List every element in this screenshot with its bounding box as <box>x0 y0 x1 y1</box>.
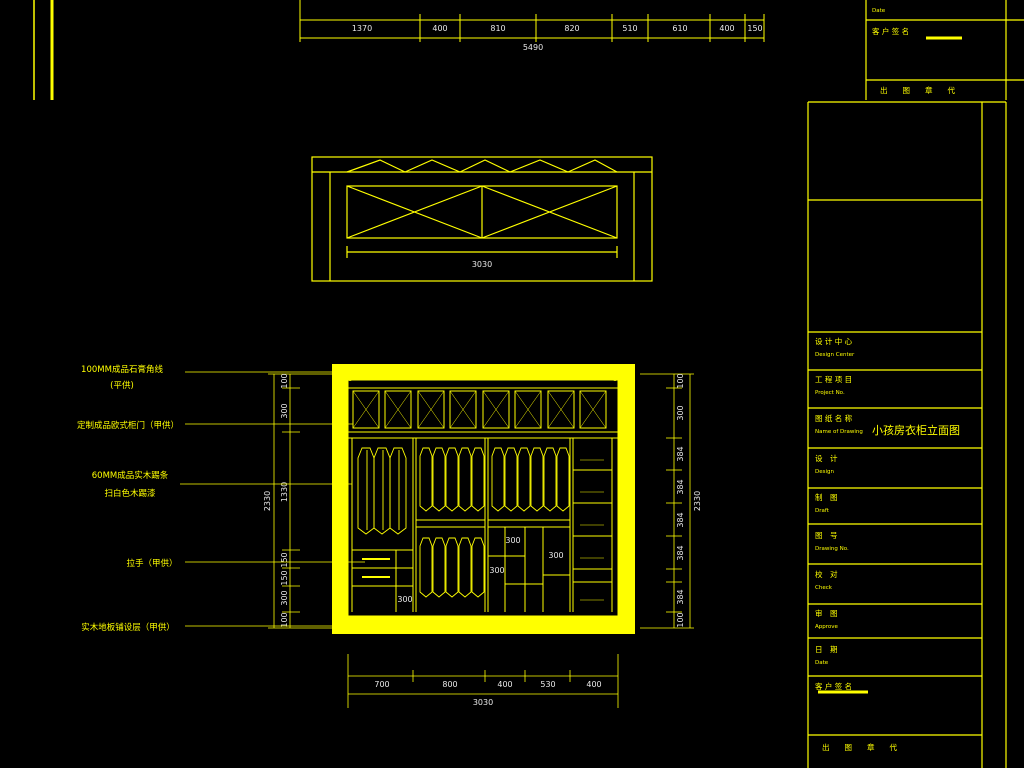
bottom-dim-4: 530 <box>540 680 555 689</box>
tb-bottom-seal: 出 图 章 代 <box>822 742 897 752</box>
tb-row-5-cn: 制 图 <box>815 492 838 502</box>
right-dimension-lines <box>640 373 694 629</box>
left-dimension-lines <box>268 373 340 629</box>
tb-row-8-cn: 审 图 <box>815 608 838 618</box>
title-block-top <box>865 0 1024 100</box>
tb-row-4-cn: 设 计 <box>815 453 838 463</box>
tb-row-9-cn: 日 期 <box>815 645 838 654</box>
annotation-handle: 拉手（甲供） <box>126 558 177 569</box>
left-dim-7: 100 <box>280 612 289 627</box>
top-dim-7: 400 <box>719 24 734 33</box>
right-dim-6: 384 <box>676 545 685 560</box>
right-dim-3: 384 <box>676 446 685 461</box>
right-dimension-labels: 100 300 384 384 384 384 384 100 2330 <box>676 373 702 627</box>
top-block-date: Date <box>872 8 886 14</box>
bottom-dim-3: 400 <box>497 680 512 689</box>
annotation-crown-molding: 100MM成品石膏角线 <box>81 364 163 375</box>
tb-row-9-en: Date <box>815 660 829 666</box>
title-block-rows: 设 计 中 心 Design Center 工 程 项 目 Project No… <box>815 336 960 752</box>
left-dim-total: 2330 <box>263 491 272 511</box>
tb-row-8-en: Approve <box>815 624 839 630</box>
tb-row-2-cn: 工 程 项 目 <box>815 375 852 384</box>
plan-width-label: 3030 <box>472 260 492 269</box>
drawing-title: 小孩房衣柜立面图 <box>872 423 960 437</box>
right-dim-5: 384 <box>676 512 685 527</box>
tb-row-1-cn: 设 计 中 心 <box>815 336 853 346</box>
left-dim-3: 1330 <box>280 482 289 502</box>
bottom-dim-1: 700 <box>374 680 389 689</box>
right-dim-8: 100 <box>676 612 685 627</box>
annotation-leaders <box>180 371 365 627</box>
left-dim-6: 300 <box>280 590 289 605</box>
tb-row-3-cn: 图 纸 名 称 <box>815 413 853 423</box>
tb-row-6-cn: 图 号 <box>815 531 838 540</box>
plan-view <box>311 156 653 282</box>
tb-row-7-en: Check <box>815 585 833 591</box>
small-dim-1: 300 <box>505 536 520 545</box>
top-dim-4: 820 <box>564 24 579 33</box>
elevation-small-dims: 300 300 300 300 <box>397 536 563 604</box>
right-dim-total: 2330 <box>693 491 702 511</box>
left-dim-1: 100 <box>280 373 289 388</box>
bottom-dimension-labels: 700 800 400 530 400 3030 <box>374 680 601 707</box>
top-dim-8: 150 <box>747 24 762 33</box>
bottom-dim-total: 3030 <box>473 698 493 707</box>
annotations: 100MM成品石膏角线 (平供) 定制成品欧式柜门（甲供） 60MM成品实木踢条… <box>77 364 179 633</box>
tb-row-2-en: Project No. <box>815 390 845 396</box>
left-dim-4: 150 <box>280 552 289 567</box>
right-dim-4: 384 <box>676 479 685 494</box>
left-border-strip <box>33 0 54 100</box>
annotation-baseboard-paint: 扫白色木踢漆 <box>104 488 156 499</box>
left-dim-2: 300 <box>280 403 289 418</box>
bottom-dim-5: 400 <box>586 680 601 689</box>
top-dimension-chain <box>299 0 765 42</box>
elevation-view <box>332 364 635 634</box>
tb-row-6-en: Drawing No. <box>815 546 849 552</box>
right-dim-1: 100 <box>676 373 685 388</box>
small-dim-2: 300 <box>489 566 504 575</box>
bottom-dimension-lines <box>347 654 619 708</box>
top-block-seal: 出 图 章 代 <box>880 85 955 95</box>
annotation-crown-molding-note: (平供) <box>110 380 134 391</box>
left-dim-5: 150 <box>280 570 289 585</box>
top-dim-total: 5490 <box>523 43 543 52</box>
annotation-baseboard: 60MM成品实木踢条 <box>92 470 169 481</box>
right-dim-2: 300 <box>676 405 685 420</box>
top-dim-6: 610 <box>672 24 687 33</box>
title-block-frame <box>807 101 1007 768</box>
top-dim-2: 400 <box>432 24 447 33</box>
right-dim-7: 384 <box>676 589 685 604</box>
top-dim-3: 810 <box>490 24 505 33</box>
annotation-floor: 实木地板铺设层（甲供） <box>81 622 175 633</box>
tb-row-1-en: Design Center <box>815 352 855 358</box>
top-dim-5: 510 <box>622 24 637 33</box>
small-dim-4: 300 <box>397 595 412 604</box>
tb-row-7-cn: 校 对 <box>815 569 838 579</box>
small-dim-3: 300 <box>548 551 563 560</box>
top-block-client-name: 客 户 签 名 <box>872 26 909 36</box>
tb-row-4-en: Design <box>815 469 835 475</box>
tb-row-3-en: Name of Drawing <box>815 429 863 435</box>
top-dim-1: 1370 <box>352 24 372 33</box>
annotation-cabinet-doors: 定制成品欧式柜门（甲供） <box>77 420 179 431</box>
top-dimension-labels: 1370 400 810 820 510 610 400 150 5490 <box>352 24 763 52</box>
tb-row-10-cn: 客 户 签 名 <box>815 681 852 691</box>
bottom-dim-2: 800 <box>442 680 457 689</box>
tb-row-5-en: Draft <box>815 508 830 514</box>
left-dimension-labels: 100 300 2330 1330 150 150 300 100 <box>263 373 289 627</box>
